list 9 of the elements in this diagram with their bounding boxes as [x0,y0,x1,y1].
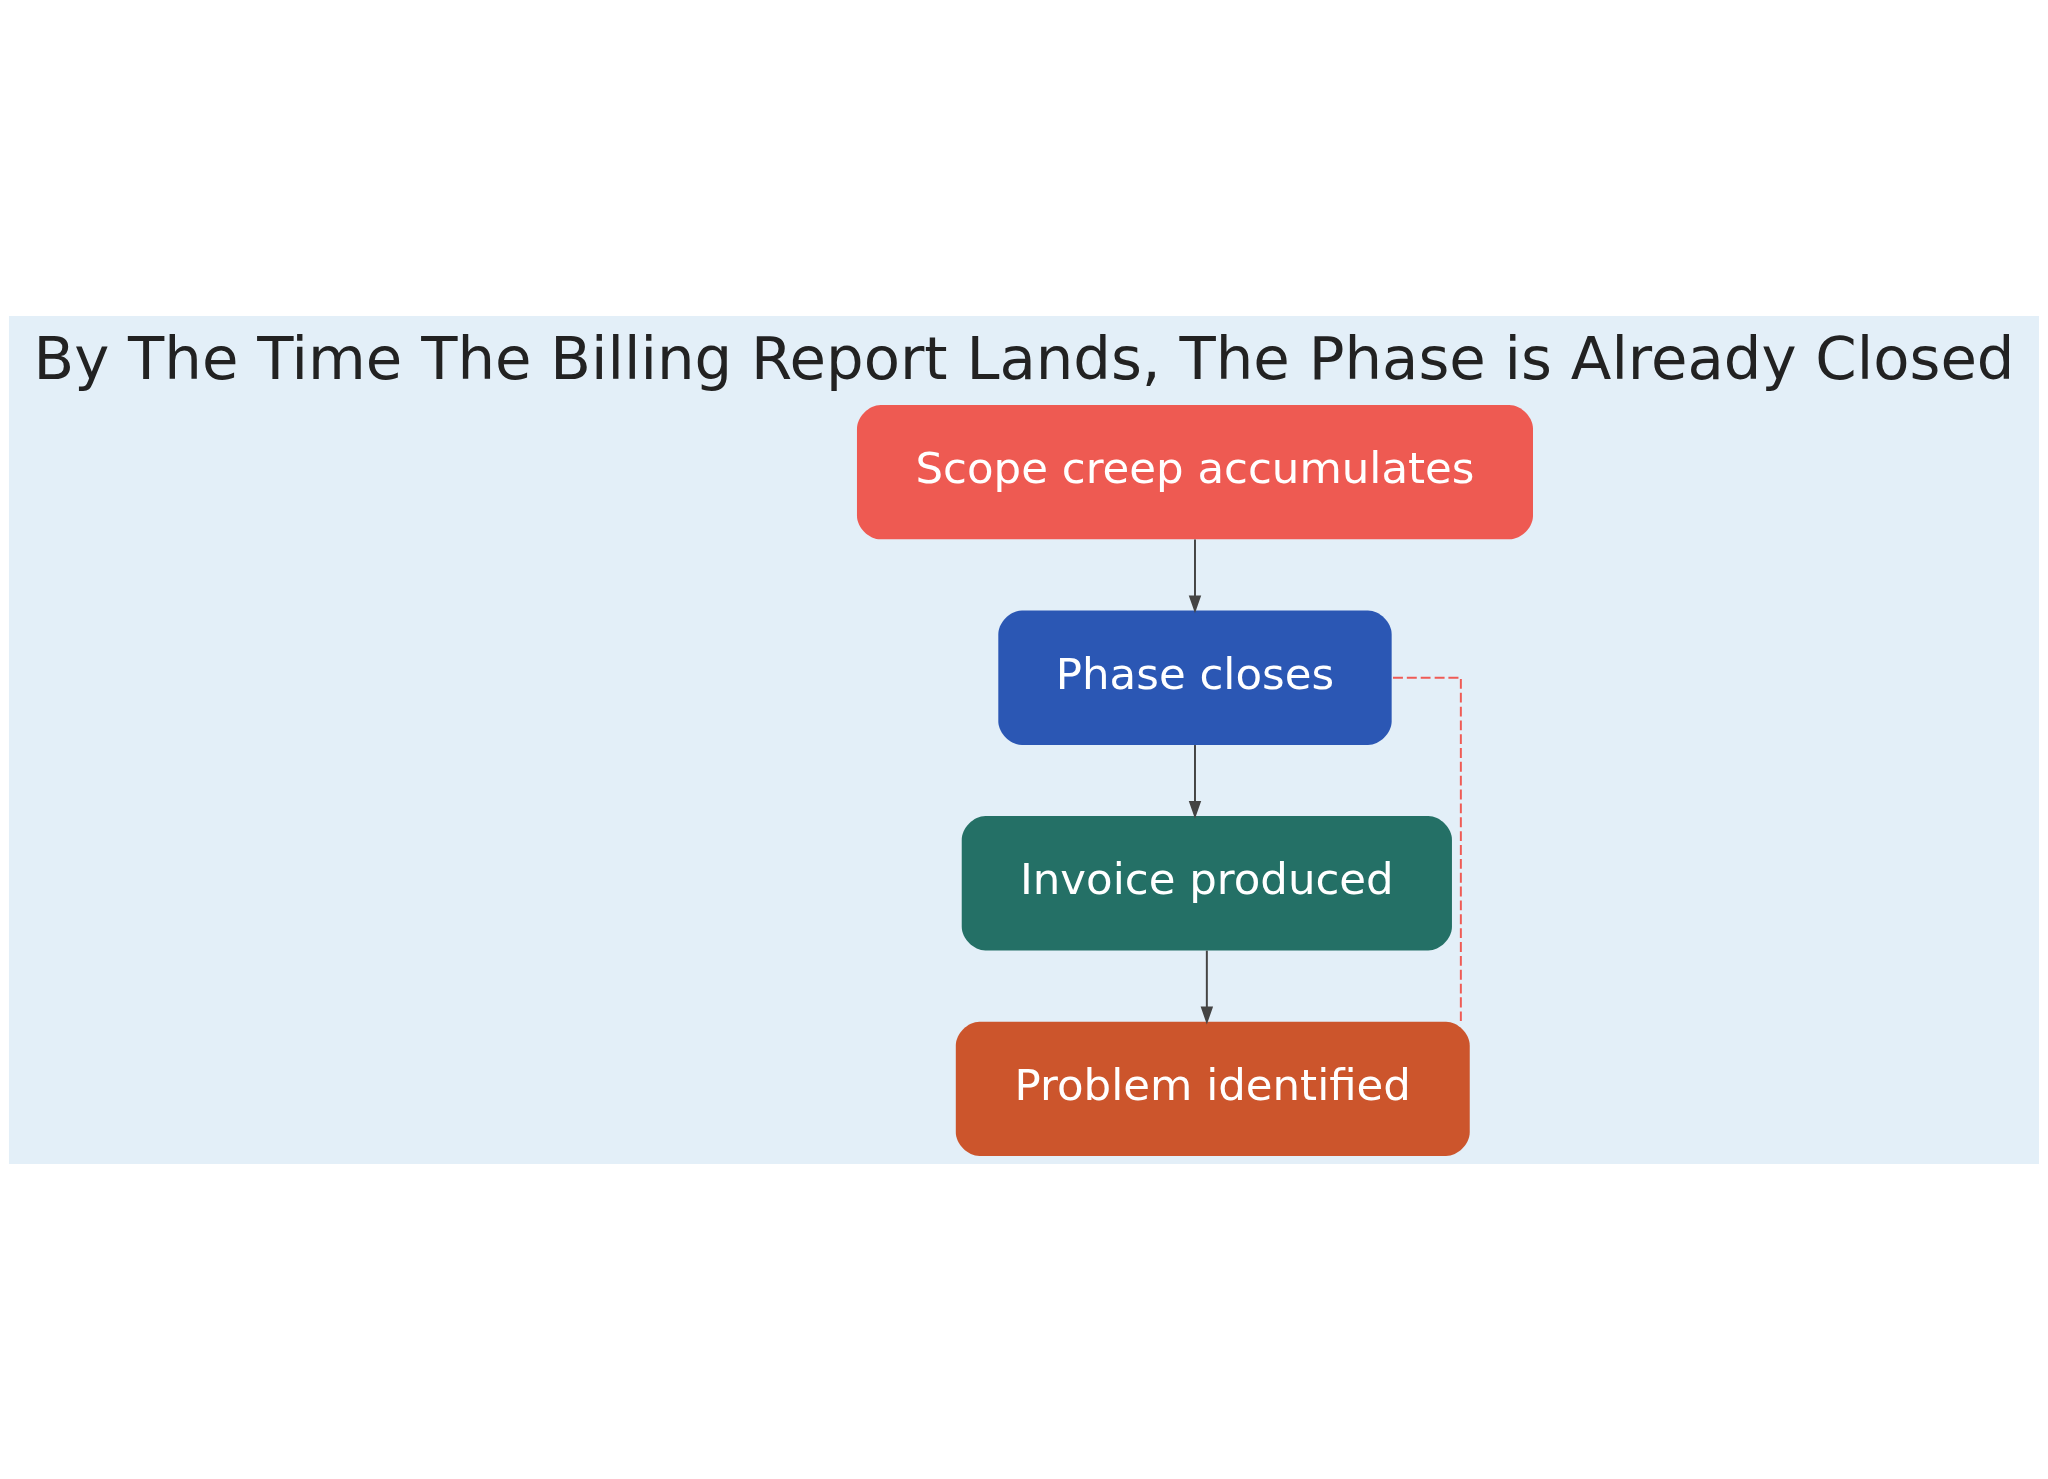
arrow [1188,537,1202,613]
node-box: Phase closes [998,610,1392,745]
diagram-title: By The Time The Billing Report Lands, The Phase is Already Closed [33,323,2015,393]
connector [1390,676,1462,1022]
node-box: Invoice produced [961,815,1452,950]
arrow [1188,743,1202,819]
node-box: Problem identified [955,1021,1470,1156]
node-box: Scope creep accumulates [856,404,1533,539]
arrow [1200,949,1214,1024]
